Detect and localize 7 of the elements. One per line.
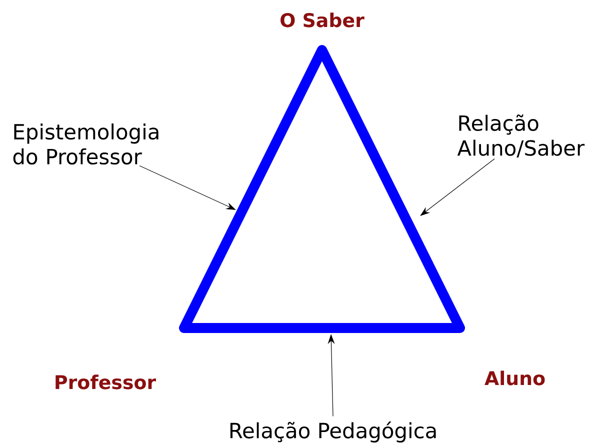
vertex-label: Professor (56, 374, 156, 390)
vertex-label: O Saber (280, 12, 364, 28)
leader-arrow (420, 158, 495, 216)
annotation-text: Epistemologia do Professor (13, 123, 158, 165)
annotation-text: Relação Pedagógica (230, 421, 436, 443)
vertex-label: Aluno (484, 370, 545, 386)
annotation-text: Relação Aluno/Saber (457, 114, 585, 158)
